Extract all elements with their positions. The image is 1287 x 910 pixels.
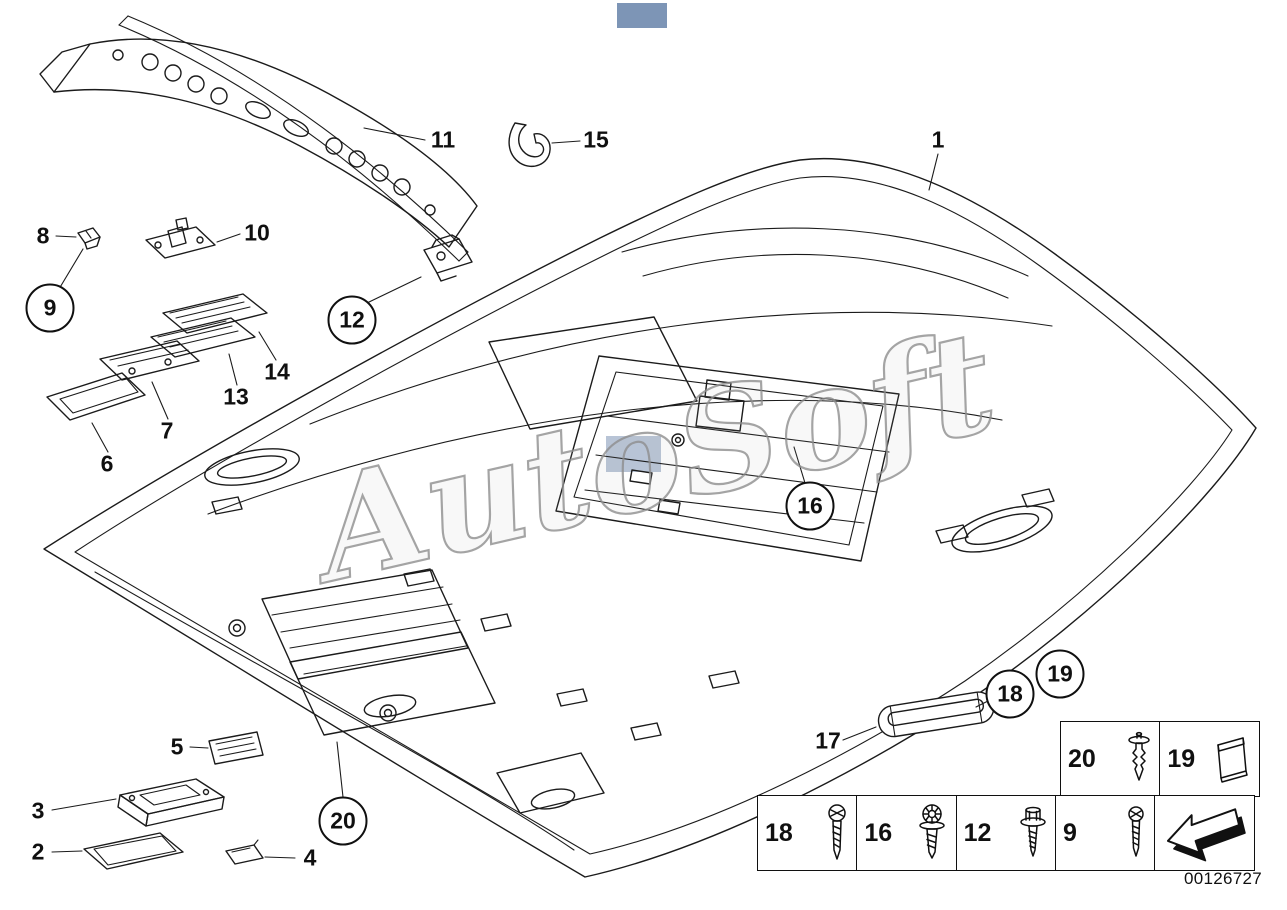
callout-2: 2 — [31, 838, 45, 865]
torx-screw-washer-icon — [919, 804, 946, 859]
clip-part-4 — [225, 839, 264, 865]
leader-lines — [51, 127, 991, 859]
bracket-part-10 — [145, 217, 216, 259]
legend-cell-20: 20 — [1060, 721, 1161, 797]
callout-18: 18 — [985, 669, 1035, 719]
sunroof-frame — [555, 355, 900, 562]
legend-row-1: 20 19 — [1060, 721, 1261, 797]
watermark-logo-fragment-top — [617, 3, 667, 28]
pan-head-screw-icon — [828, 804, 846, 860]
legend-label-16: 16 — [864, 818, 893, 847]
module-part-7 — [99, 340, 200, 381]
callout-15: 15 — [583, 126, 609, 153]
callout-20: 20 — [318, 796, 368, 846]
callout-16: 16 — [785, 481, 835, 531]
legend-row-2: 18 16 12 — [757, 795, 1256, 871]
legend-label-9: 9 — [1062, 818, 1077, 847]
callout-14: 14 — [264, 358, 290, 385]
callout-6: 6 — [100, 450, 114, 477]
legend-label-20: 20 — [1068, 744, 1096, 773]
sunroof-opening — [488, 316, 698, 430]
cover-part-2 — [83, 832, 184, 870]
hex-flange-bolt-icon — [1019, 806, 1046, 857]
part-number: 00126727 — [1183, 869, 1262, 888]
tapping-screw-icon — [1128, 806, 1144, 857]
grab-handle-part-17 — [877, 691, 995, 738]
callout-11: 11 — [430, 126, 456, 153]
legend-cell-12: 12 — [955, 795, 1057, 871]
clamp-plate-icon — [1217, 737, 1249, 783]
callout-4: 4 — [303, 844, 317, 871]
crossmember-trim-panel — [39, 15, 478, 282]
module-part-14 — [162, 293, 268, 334]
clip-part-8 — [77, 227, 101, 250]
callout-7: 7 — [160, 417, 174, 444]
expansion-rivet-icon — [1128, 731, 1150, 781]
legend-label-12: 12 — [963, 818, 992, 847]
callout-9: 9 — [25, 283, 75, 333]
legend-cell-direction — [1154, 795, 1256, 871]
front-sunblind — [261, 569, 496, 736]
callout-1: 1 — [931, 126, 945, 153]
lamp-part-5 — [208, 731, 264, 765]
legend-cell-19: 19 — [1159, 721, 1261, 797]
legend-cell-9: 9 — [1054, 795, 1156, 871]
front-direction-arrow-icon — [1167, 808, 1247, 862]
legend-cell-16: 16 — [856, 795, 958, 871]
module-part-3 — [117, 778, 225, 827]
legend-label-19: 19 — [1167, 744, 1196, 773]
watermark-logo-fragment-center — [606, 436, 661, 472]
callout-3: 3 — [31, 797, 45, 824]
callout-17: 17 — [815, 727, 841, 754]
callout-8: 8 — [36, 222, 50, 249]
callout-19: 19 — [1035, 649, 1085, 699]
cover-part-6 — [46, 372, 146, 421]
legend-cell-18: 18 — [757, 795, 858, 871]
module-part-13 — [150, 317, 256, 358]
callout-13: 13 — [223, 383, 249, 410]
legend-label-18: 18 — [765, 818, 793, 847]
callout-12: 12 — [327, 295, 377, 345]
hook-part-15 — [508, 122, 551, 168]
callout-10: 10 — [244, 219, 270, 246]
headliner-panel — [43, 158, 1257, 878]
callout-5: 5 — [170, 733, 184, 760]
